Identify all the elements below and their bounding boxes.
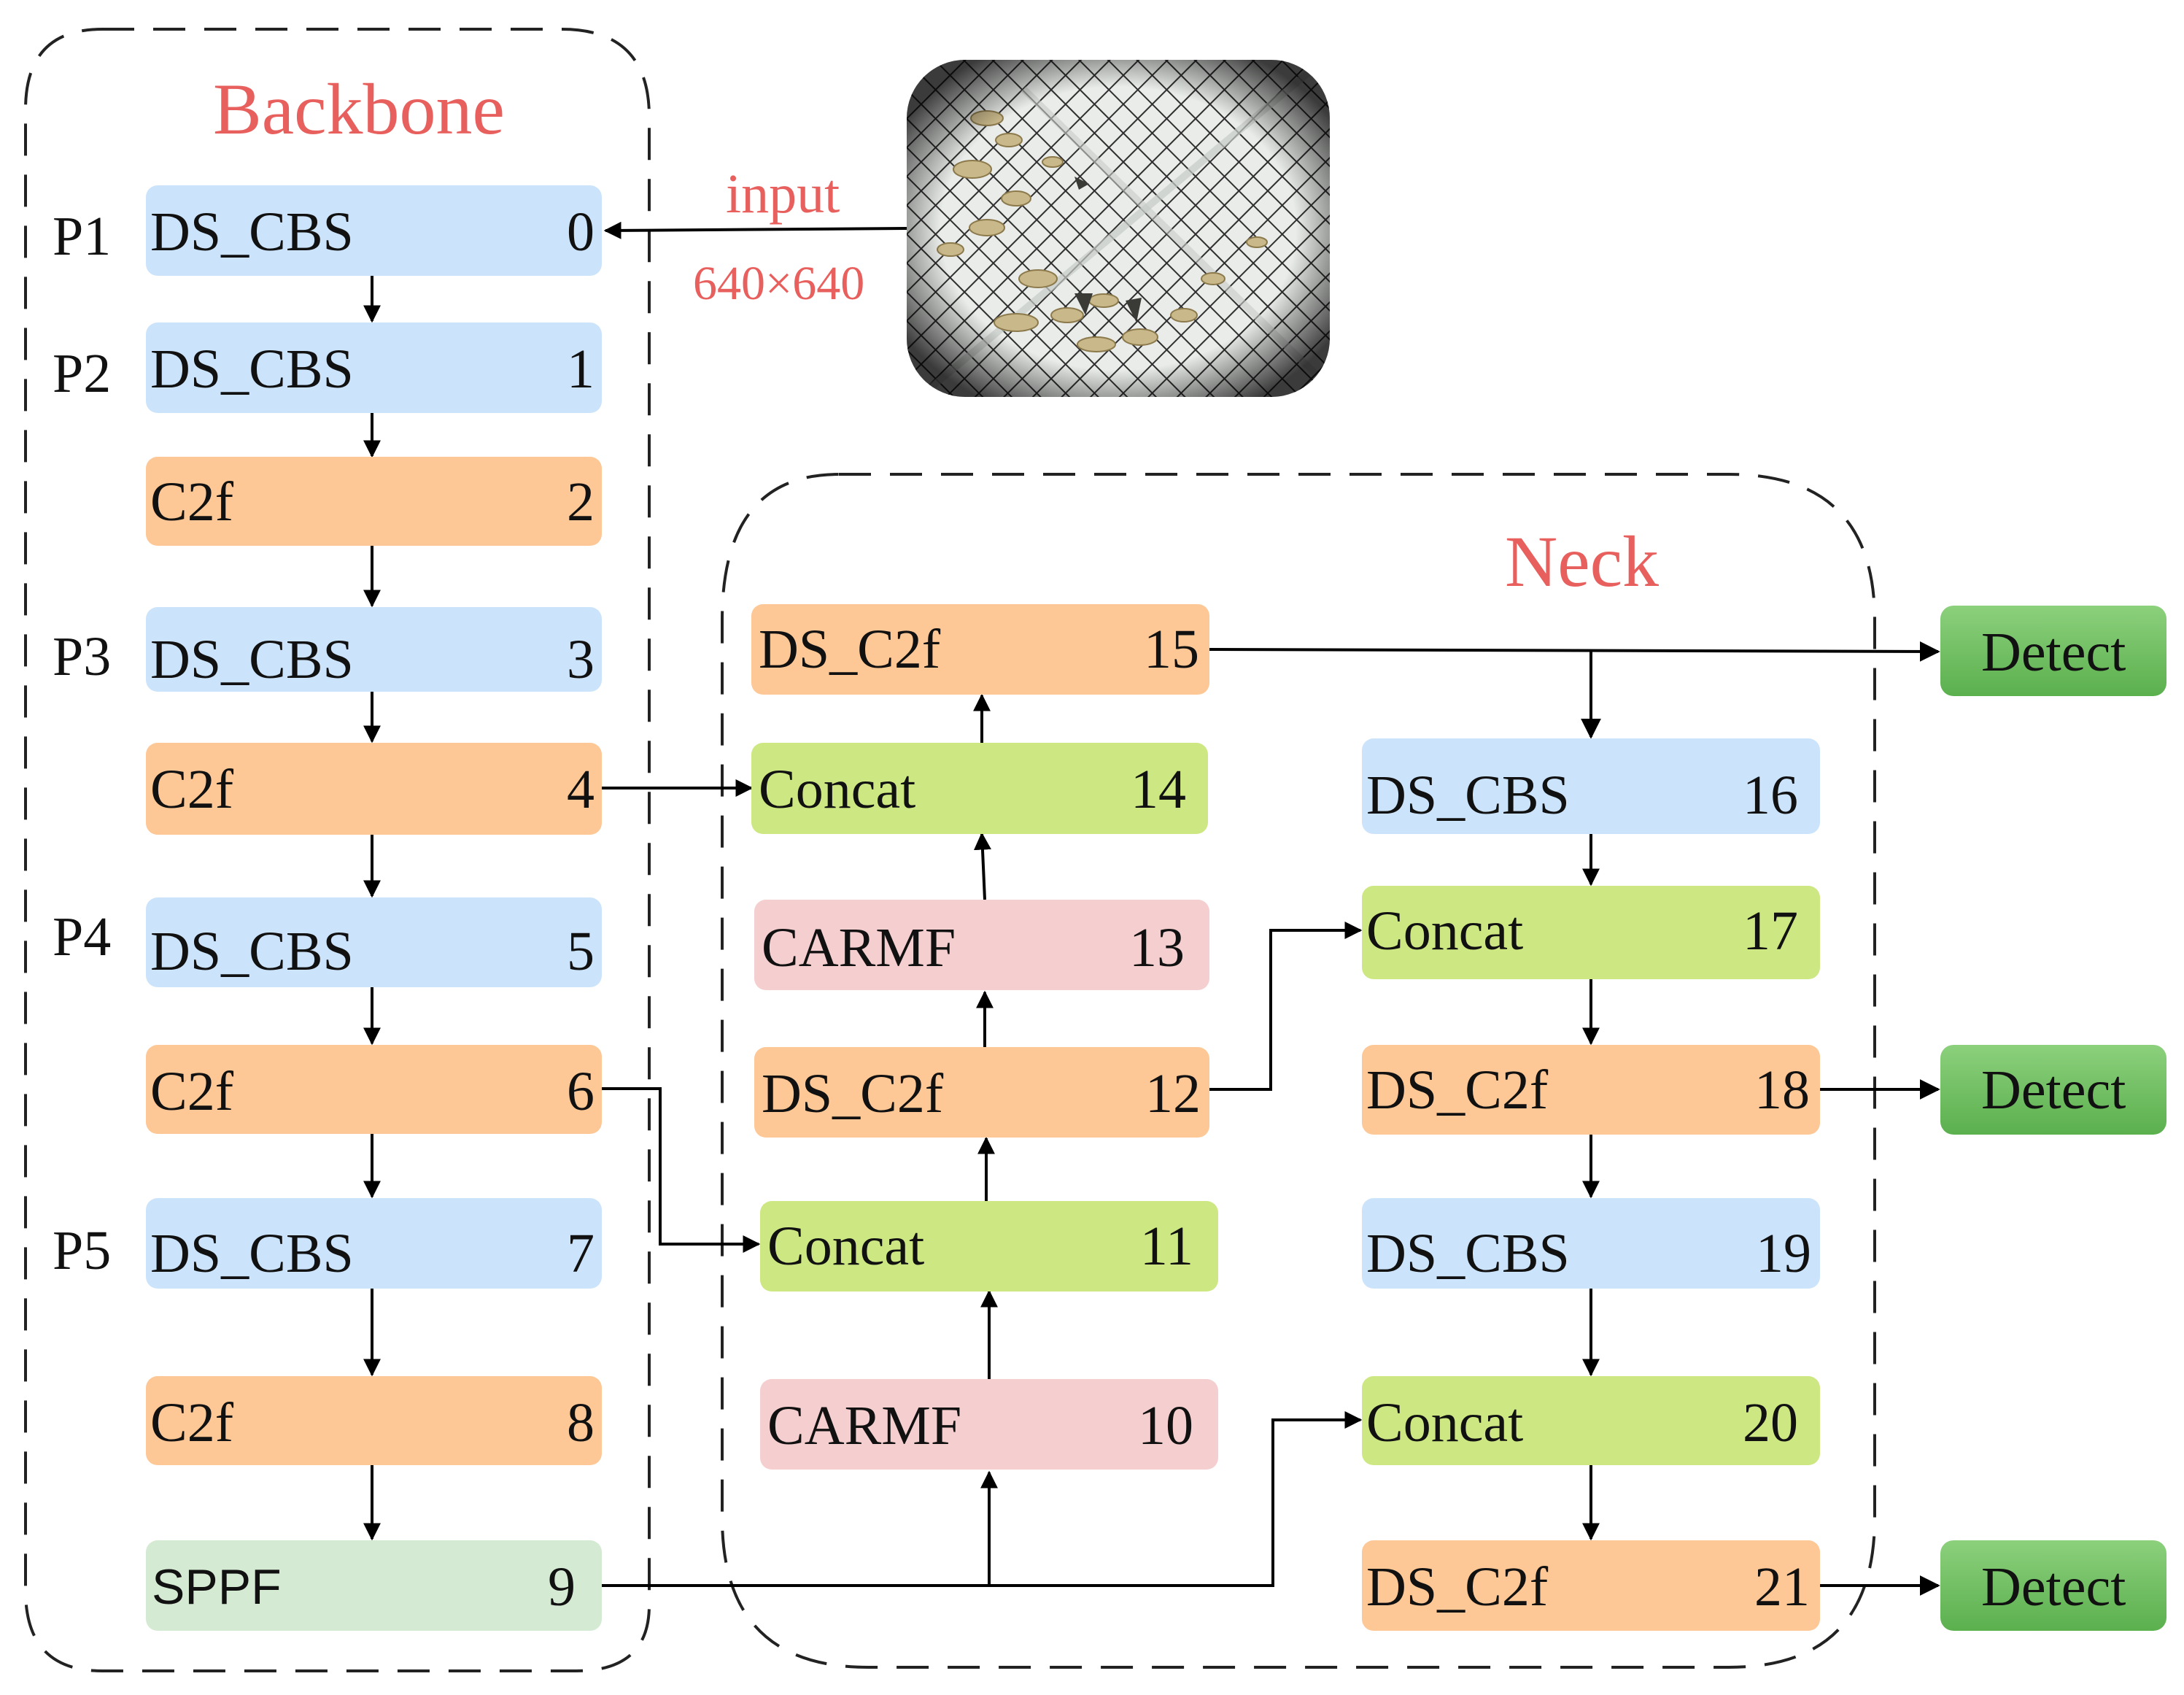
neck-block-19: DS_CBS 19 [1362, 1198, 1820, 1289]
detect-head-1: Detect [1940, 606, 2166, 696]
block-name: Concat [759, 759, 916, 820]
block-name: DS_CBS [150, 1223, 354, 1284]
neck-block-15: DS_C2f 15 [751, 604, 1209, 695]
block-name: DS_CBS [1366, 765, 1570, 826]
block-index: 9 [548, 1556, 576, 1618]
block-name: DS_C2f [759, 619, 941, 680]
block-index: 20 [1743, 1392, 1798, 1453]
block-name: C2f [150, 1061, 233, 1122]
block-index: 15 [1144, 619, 1199, 680]
input-image-graphic [907, 60, 1330, 397]
neck-block-10: CARMF 10 [760, 1379, 1218, 1470]
neck-title: Neck [1505, 521, 1659, 602]
input-label: input [726, 163, 840, 225]
block-index: 2 [567, 471, 595, 533]
block-index: 11 [1139, 1216, 1193, 1277]
neck-block-18: DS_C2f 18 [1362, 1045, 1820, 1135]
block-name: DS_CBS [1366, 1223, 1570, 1284]
neck-frame [721, 473, 1876, 1669]
block-name: DS_C2f [1366, 1556, 1549, 1618]
detect-head-3: Detect [1940, 1540, 2166, 1631]
block-index: 13 [1129, 917, 1185, 978]
backbone-frame [24, 28, 651, 1672]
block-name: DS_C2f [1366, 1059, 1549, 1121]
backbone-block-3: DS_CBS 3 [146, 607, 602, 692]
block-index: 6 [567, 1061, 595, 1122]
backbone-block-6: C2f 6 [146, 1045, 602, 1134]
block-name: SPPF [152, 1559, 282, 1615]
block-index: 5 [567, 921, 595, 982]
level-p1: P1 [53, 206, 112, 267]
backbone-block-9: SPPF 9 [146, 1540, 602, 1631]
neck-block-16: DS_CBS 16 [1362, 738, 1820, 834]
backbone-title: Backbone [213, 69, 505, 150]
input-image [907, 60, 1330, 397]
neck-block-14: Concat 14 [751, 743, 1208, 834]
backbone-block-5: DS_CBS 5 [146, 897, 602, 987]
block-index: 8 [567, 1392, 595, 1453]
block-index: 7 [567, 1223, 595, 1284]
block-name: DS_CBS [150, 921, 354, 982]
block-index: 0 [567, 201, 595, 263]
backbone-block-1: DS_CBS 1 [146, 323, 602, 413]
block-name: C2f [150, 1392, 233, 1453]
block-index: 4 [567, 759, 595, 820]
backbone-block-2: C2f 2 [146, 457, 602, 546]
neck-block-21: DS_C2f 21 [1362, 1540, 1820, 1631]
input-size-label: 640×640 [693, 257, 865, 310]
block-index: 14 [1131, 759, 1186, 820]
block-name: DS_CBS [150, 339, 354, 400]
block-index: 18 [1754, 1059, 1810, 1121]
block-index: 19 [1756, 1223, 1811, 1284]
block-name: CARMF [762, 917, 956, 978]
block-index: 21 [1754, 1556, 1810, 1618]
level-p4: P4 [53, 906, 112, 968]
block-index: 10 [1138, 1395, 1193, 1456]
block-name: Concat [1366, 1392, 1524, 1453]
block-name: Concat [1366, 900, 1524, 962]
backbone-block-4: C2f 4 [146, 743, 602, 835]
backbone-block-8: C2f 8 [146, 1376, 602, 1465]
level-p2: P2 [53, 343, 112, 404]
level-p5: P5 [53, 1220, 112, 1281]
detect-head-2: Detect [1940, 1045, 2166, 1135]
neck-block-12: DS_C2f 12 [754, 1047, 1209, 1138]
neck-block-17: Concat 17 [1362, 886, 1820, 979]
backbone-block-0: DS_CBS 0 [146, 185, 602, 276]
block-index: 17 [1743, 900, 1798, 962]
block-name: C2f [150, 471, 233, 533]
backbone-block-7: DS_CBS 7 [146, 1198, 602, 1289]
block-index: 1 [567, 339, 595, 400]
detect-label: Detect [1981, 1556, 2126, 1618]
block-name: CARMF [767, 1395, 962, 1456]
block-name: DS_CBS [150, 629, 354, 690]
neck-block-20: Concat 20 [1362, 1376, 1820, 1465]
neck-block-13: CARMF 13 [754, 900, 1209, 990]
block-name: Concat [767, 1216, 925, 1277]
neck-block-11: Concat 11 [760, 1201, 1218, 1291]
block-index: 3 [567, 629, 595, 690]
block-index: 16 [1743, 765, 1798, 826]
detect-label: Detect [1981, 1059, 2126, 1121]
block-name: DS_C2f [762, 1063, 944, 1124]
level-p3: P3 [53, 626, 112, 687]
block-index: 12 [1145, 1063, 1201, 1124]
block-name: DS_CBS [150, 201, 354, 263]
block-name: C2f [150, 759, 233, 820]
detect-label: Detect [1981, 622, 2126, 683]
